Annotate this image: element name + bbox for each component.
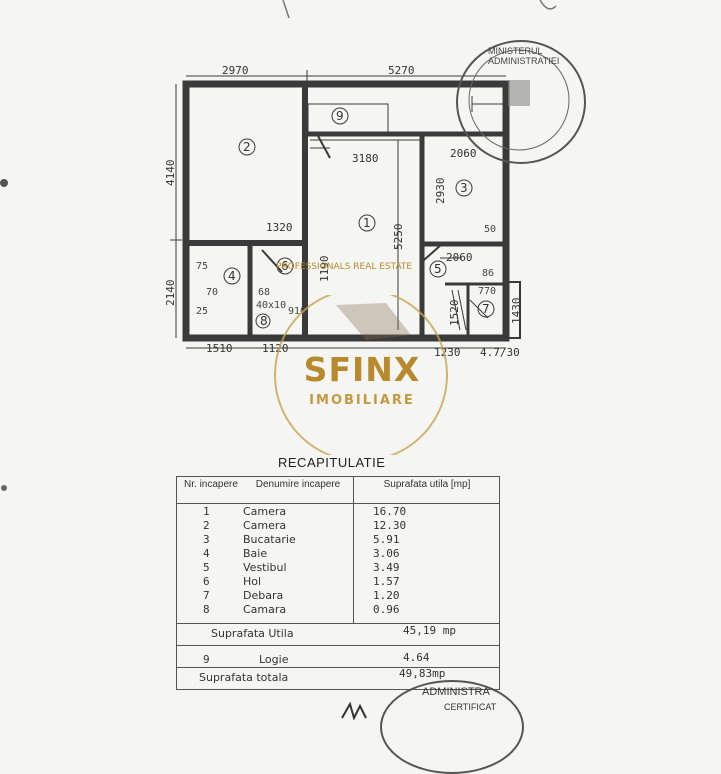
total-label: Suprafata totala [199, 671, 289, 684]
dim-770: 770 [478, 286, 497, 297]
dim-top-left: 2970 [222, 64, 249, 77]
row-nr: 1 [203, 505, 210, 518]
row-area: 3.06 [373, 547, 400, 560]
sfinx-logo-icon [274, 295, 448, 455]
room-number: 4 [228, 269, 236, 283]
dim-bottom-4-7-30: 4.7/30 [480, 346, 520, 359]
row-area: 1.20 [373, 589, 400, 602]
loggia-divider [177, 645, 499, 646]
dim-50: 50 [484, 224, 497, 235]
stamp-bottom-text: ADMINISTRA [422, 686, 490, 698]
row-nr: 8 [203, 603, 210, 616]
row-area: 3.49 [373, 561, 400, 574]
row-nr: 7 [203, 589, 210, 602]
dim-bottom-1230: 1230 [434, 346, 461, 359]
row-name: Baie [243, 547, 268, 560]
dim-70: 70 [206, 287, 219, 298]
row-name: Debara [243, 589, 284, 602]
row-nr: 3 [203, 533, 210, 546]
room-number: 1 [363, 216, 371, 230]
room-number: 9 [336, 109, 344, 123]
watermark-sub: IMOBILIARE [309, 393, 415, 408]
room-number: 5 [434, 262, 442, 276]
stamp-rings [468, 49, 570, 151]
row-nr: 5 [203, 561, 210, 574]
room-number: 3 [460, 181, 468, 195]
room-number: 7 [482, 302, 490, 316]
dim-3180: 3180 [352, 152, 379, 165]
row-area: 0.96 [373, 603, 400, 616]
recap-title: RECAPITULATIE [278, 455, 386, 470]
row-name: Camara [243, 603, 287, 616]
signature-icon [341, 701, 367, 720]
dim-1320: 1320 [266, 221, 293, 234]
row-area: 12.30 [373, 519, 407, 532]
dim-left-bottom: 2140 [164, 279, 177, 307]
row-area: 5.91 [373, 533, 400, 546]
row-nr: 4 [203, 547, 210, 560]
watermark-brand: SFINX [303, 350, 421, 389]
row-nr: 6 [203, 575, 210, 588]
dim-5250: 5250 [392, 223, 405, 251]
utila-label: Suprafata Utila [211, 627, 294, 640]
total-divider [177, 667, 499, 668]
row-name: Camera [243, 505, 287, 518]
loggia-nr: 9 [203, 653, 210, 666]
recap-table: Nr. incapere Denumire incapere Suprafata… [176, 476, 500, 690]
stamp-bottom-sub: CERTIFICAT [444, 702, 497, 712]
dim-bottom-1120: 1120 [262, 342, 289, 355]
stamp-top-text: MINISTERUL ADMINISTRATIEI [488, 46, 560, 66]
utila-value: 45,19 mp [403, 624, 456, 637]
dim-910: 910 [288, 306, 307, 317]
dim-left-top: 4140 [164, 159, 177, 187]
dim-68: 68 [258, 287, 271, 298]
header-nr: Nr. incapere [184, 479, 238, 490]
column-divider [353, 477, 354, 623]
header-divider [177, 503, 499, 504]
total-value: 49,83mp [399, 667, 446, 680]
row-area: 16.70 [373, 505, 407, 518]
dim-86: 86 [482, 268, 495, 279]
row-area: 1.57 [373, 575, 400, 588]
utila-divider [177, 623, 499, 624]
watermark-arc-text: PROFESSIONALS REAL ESTATE [276, 262, 413, 272]
row-name: Camera [243, 519, 287, 532]
row-name: Hol [243, 575, 262, 588]
dim-75: 75 [196, 261, 209, 272]
official-stamp-top: MINISTERUL ADMINISTRATIEI [456, 40, 586, 164]
row-nr: 2 [203, 519, 210, 532]
dim-25: 25 [196, 306, 209, 317]
dim-2930: 2930 [434, 177, 447, 205]
row-name: Vestibul [243, 561, 287, 574]
dim-top-right: 5270 [388, 64, 415, 77]
room-number: 8 [260, 314, 268, 328]
loggia-value: 4.64 [403, 651, 430, 664]
room-number: 6 [281, 259, 289, 273]
dim-right-1430: 1430 [510, 297, 523, 325]
official-stamp-bottom: ADMINISTRA CERTIFICAT [380, 680, 524, 774]
loggia-name: Logie [259, 653, 289, 666]
row-name: Bucatarie [243, 533, 296, 546]
dim-40x10: 40x10 [256, 300, 287, 311]
dim-2060-mid: 2060 [446, 251, 473, 264]
dim-bottom-1510: 1510 [206, 342, 233, 355]
dim-2060-top: 2060 [450, 147, 477, 160]
floor-plan-drawing [0, 0, 557, 491]
header-suprafata: Suprafata utila [mp] [383, 479, 471, 490]
header-denumire: Denumire incapere [255, 479, 341, 490]
room-number: 2 [243, 140, 251, 154]
